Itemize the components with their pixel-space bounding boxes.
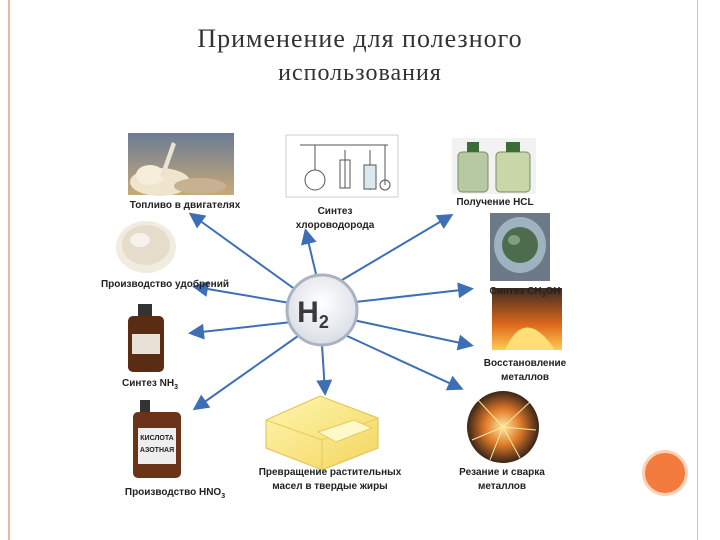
arrow-to-oils [316,344,333,396]
caption-ammonia: Синтез NH3 [110,377,190,395]
hydrogen-formula-main: H [297,296,319,329]
metal-furnace-image [492,288,562,350]
nitric-bottle-label-1: КИСЛОТА [140,435,173,442]
caption-methanol: Синтез CH3OH [480,285,570,303]
arrow-to-hcl-production [341,213,454,281]
hcl-apparatus-image [285,134,399,198]
title-line-2: использования [278,60,442,86]
hydrogen-center-circle [285,273,359,347]
nitric-acid-bottle-image: КИСЛОТА АЗОТНАЯ [133,400,181,478]
arrow-to-cutting [344,334,464,391]
decorative-orange-circle [642,450,688,496]
left-frame-line [8,0,10,540]
right-frame-line [697,0,698,540]
caption-hcl-synthesis-line-1: Синтез [317,206,353,217]
welding-sparks-image [467,391,539,463]
caption-metal-reduction-line-2: металлов [500,372,550,383]
arrow-to-fuel [188,212,297,291]
title-line-1: Применение для полезного [197,24,523,53]
caption-cutting-line-2: металлов [477,481,527,492]
caption-oils-line-1: Превращение растительных [258,467,402,478]
arrow-to-nitric-acid [192,335,299,411]
nitric-bottle-label-2: АЗОТНАЯ [140,447,174,454]
caption-hcl-synthesis: Синтез хлороводорода [280,205,390,233]
arrow-to-methanol [354,282,474,303]
arrow-to-hcl-synthesis [300,228,317,275]
caption-nitric-sub: 3 [221,493,226,500]
arrow-to-metal-reduction [352,319,474,351]
caption-hcl-production: Получение HCL [456,197,534,208]
arrows [188,212,474,411]
caption-cutting: Резание и сварка металлов [440,466,564,494]
hydrogen-formula-sub: 2 [319,312,329,332]
caption-hcl-synthesis-line-2: хлороводорода [295,220,375,231]
caption-nitric-acid: Производство HNO3 [110,486,240,504]
caption-methanol-pre: Синтез CH [489,286,542,297]
caption-cutting-line-1: Резание и сварка [459,467,545,478]
arrow-to-ammonia [188,321,293,340]
caption-fertilizer: Производство удобрений [100,279,230,290]
caption-methanol-post: OH [545,286,561,297]
hydrogen-formula: H2 [297,296,329,332]
caption-metal-reduction: Восстановление металлов [470,357,580,385]
hcl-bottles-image [452,138,536,194]
fuel-rocket-image [128,133,234,196]
ammonia-bottle-image [116,303,188,375]
butter-image [265,395,379,471]
caption-oils: Превращение растительных масел в твердые… [245,466,415,494]
fertilizer-powder-image [116,221,176,273]
caption-ammonia-sub: 3 [174,384,178,391]
caption-methanol-sub: 3 [541,292,546,299]
arrow-to-fertilizer [192,281,291,304]
caption-metal-reduction-line-1: Восстановление [483,358,567,369]
caption-fuel: Топливо в двигателях [129,200,241,211]
slide-title: Применение для полезного использования [100,22,620,90]
caption-ammonia-pre: Синтез NH [122,378,175,389]
methanol-reactor-image [490,213,550,281]
caption-nitric-pre: Производство HNO [124,487,222,498]
caption-oils-line-2: масел в твердые жиры [272,481,388,492]
